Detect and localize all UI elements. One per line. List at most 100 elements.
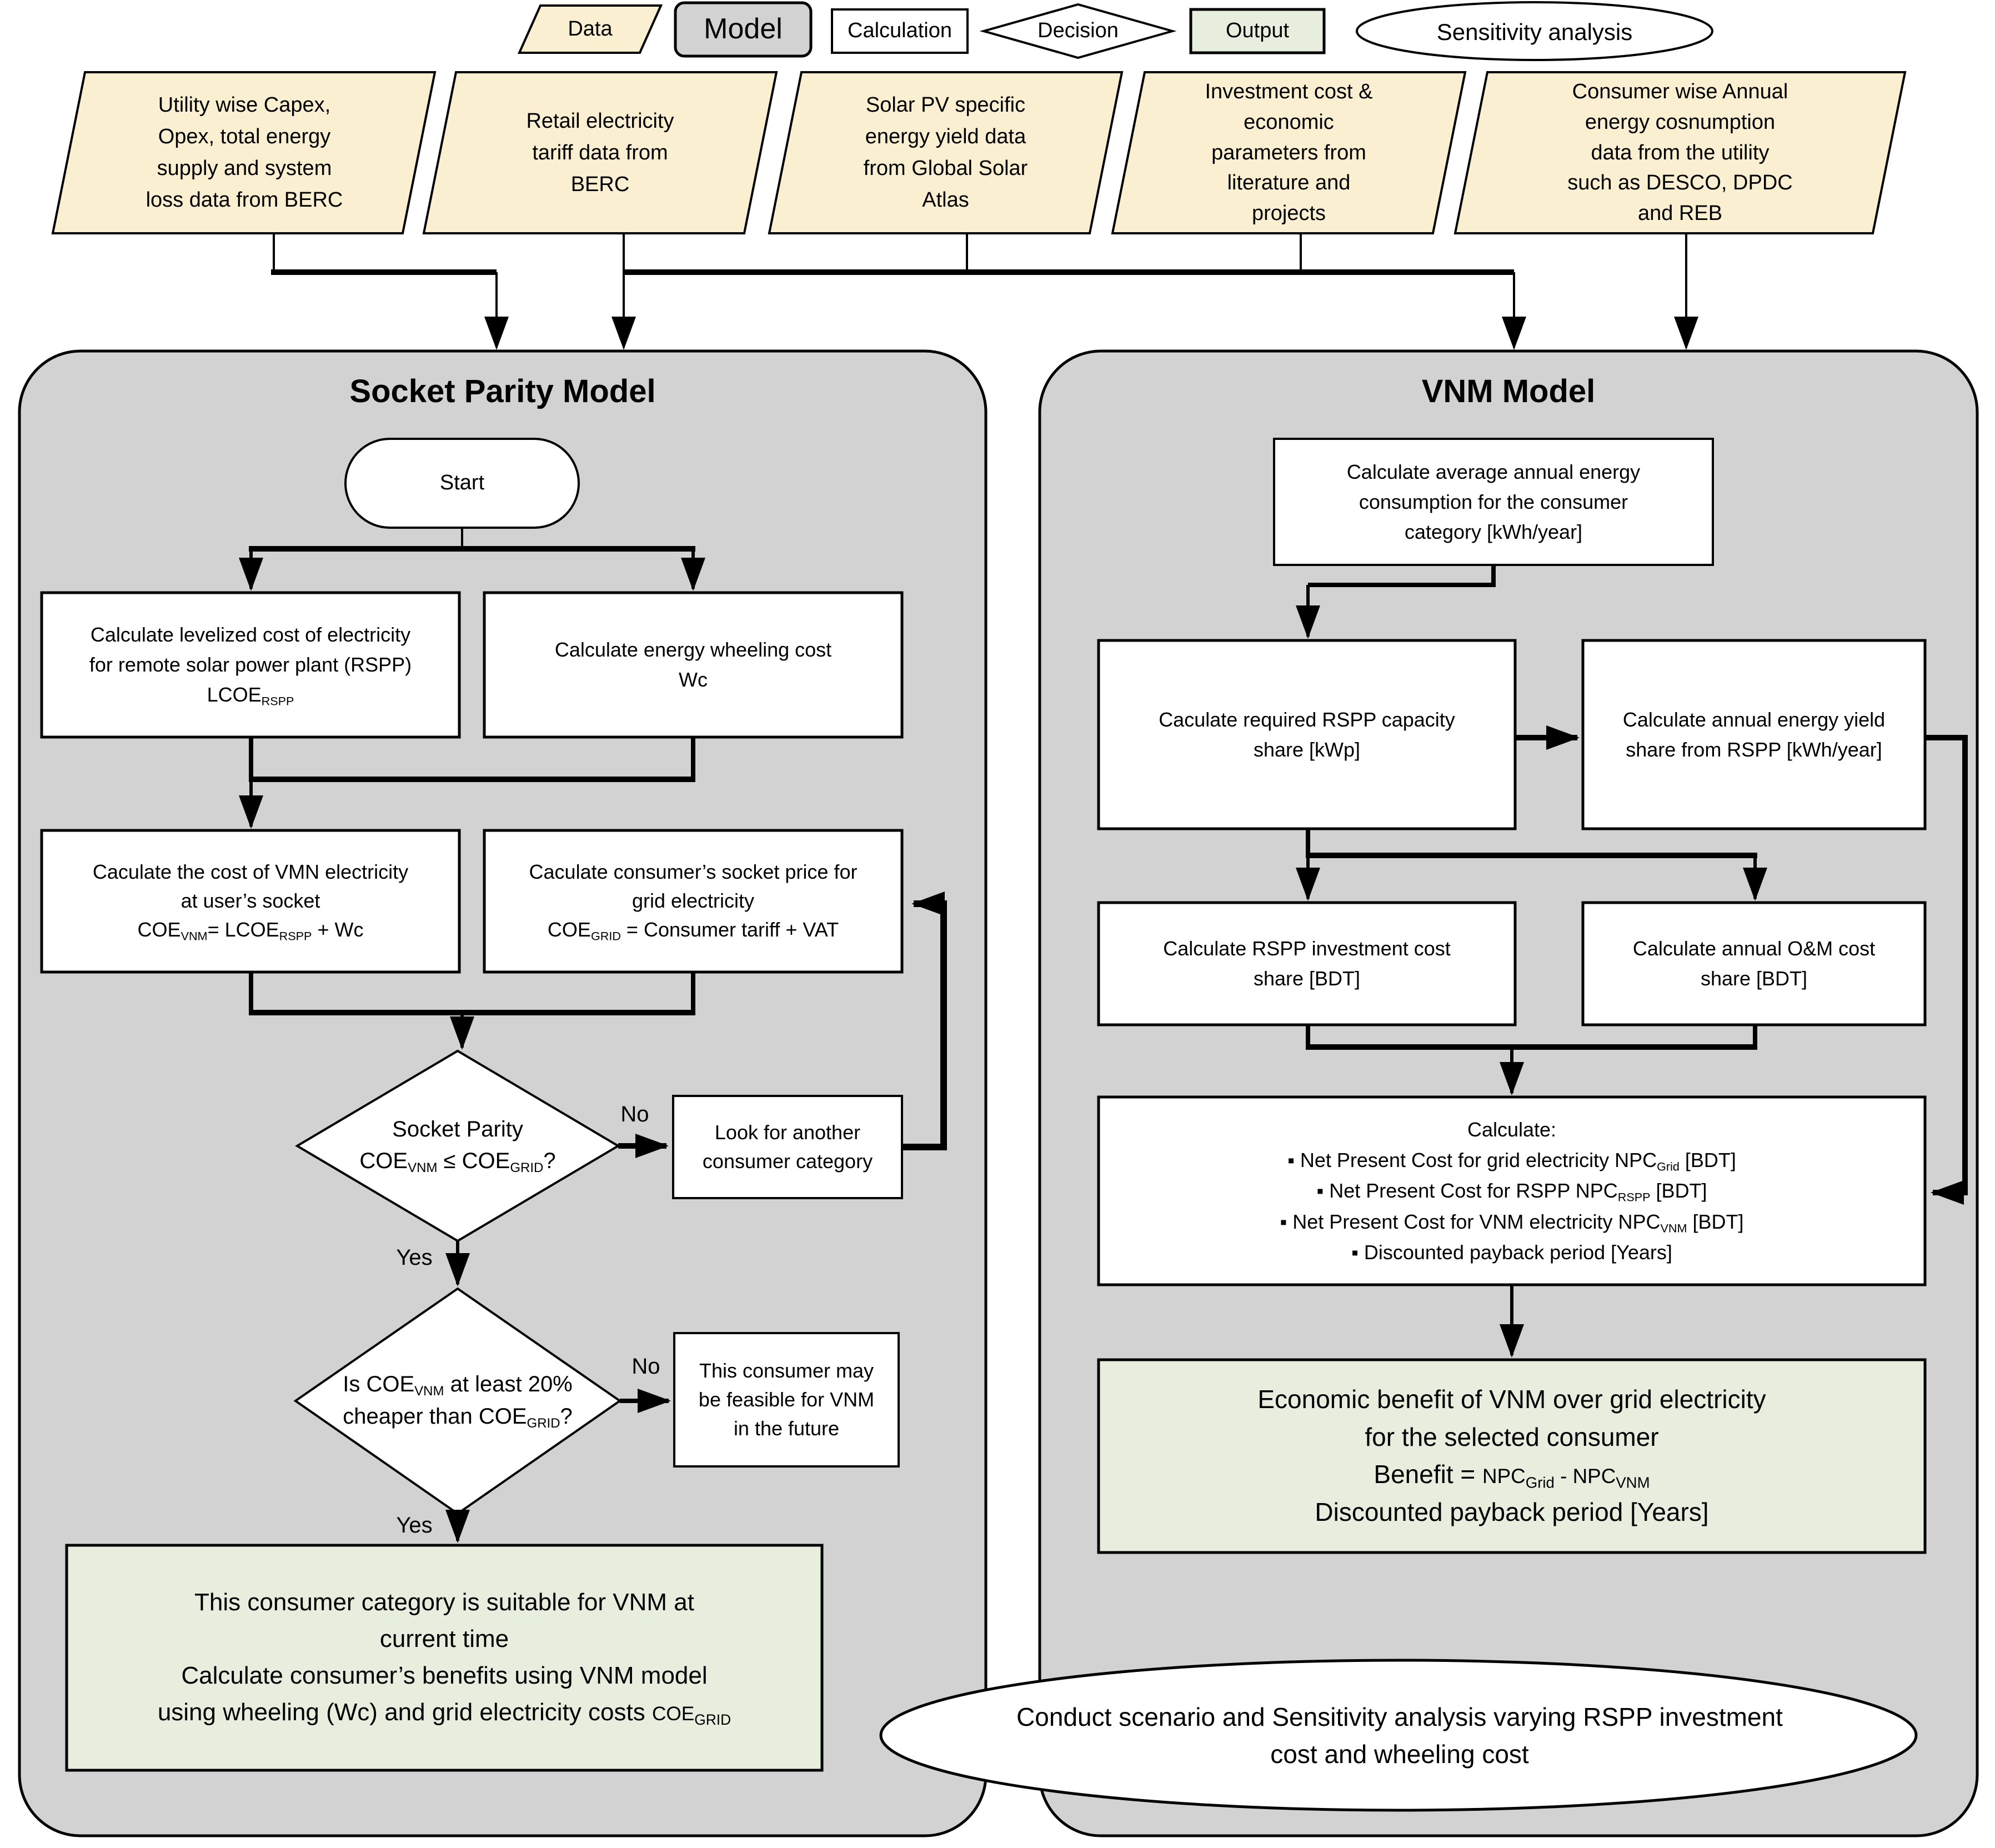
vnm-output-shape: [1097, 1358, 1927, 1554]
text-line: Caculate required RSPP capacity: [1159, 708, 1455, 731]
legend-decision-shape: [979, 3, 1177, 59]
formula-part: NPC: [1572, 1464, 1616, 1488]
formula-line: COEGRID = Consumer tariff + VAT: [548, 915, 839, 945]
text-line: Opex, total energy: [158, 125, 331, 148]
legend-output-label: Output: [1191, 9, 1324, 53]
text-line: Solar PV specific: [865, 93, 1026, 117]
start-label: Start: [345, 439, 579, 528]
text-line: No: [631, 1354, 660, 1379]
text-line: category [kWh/year]: [1404, 520, 1583, 543]
text-line: Yes: [396, 1513, 433, 1538]
no-label-2: No: [621, 1351, 671, 1382]
npc-box: Calculate: ▪ Net Present Cost for grid e…: [1110, 1097, 1914, 1285]
text-line: from Global Solar: [863, 157, 1028, 180]
text-line: at user’s socket: [181, 889, 320, 913]
formula-part: NPC: [1482, 1464, 1526, 1488]
text-line: Discounted payback period [Years]: [1315, 1498, 1709, 1527]
legend-calculation-label: Calculation: [832, 9, 968, 53]
formula-line: Is COEVNM at least 20%: [343, 1369, 573, 1401]
text-line: This consumer category is suitable for V…: [194, 1589, 694, 1616]
bullet-line: ▪ Discounted payback period [Years]: [1351, 1237, 1672, 1268]
text-line: Calculate:: [1467, 1118, 1557, 1141]
formula-part: RSPP: [261, 694, 294, 708]
text-line: Start: [439, 471, 485, 495]
text-line: data from the utility: [1591, 141, 1770, 164]
text-line: for remote solar power plant (RSPP): [89, 653, 412, 676]
text-line: Wc: [679, 668, 708, 691]
socket-output-box: This consumer category is suitable for V…: [83, 1545, 805, 1770]
text-line: share [BDT]: [1253, 967, 1361, 990]
formula-part: Grid: [1657, 1159, 1680, 1174]
data-source-5-shape: [1453, 71, 1907, 234]
text-line: Utility wise Capex,: [158, 93, 331, 117]
consumption-box: Calculate average annual energy consumpt…: [1280, 439, 1707, 565]
sensitivity-ellipse-shape: [879, 1659, 1918, 1812]
wc-box: Calculate energy wheeling cost Wc: [490, 593, 896, 737]
formula-part: -: [1554, 1464, 1573, 1488]
formula-part: VNM: [414, 1383, 444, 1399]
data-source-1-shape: [51, 71, 437, 234]
formula-part: COE: [651, 1703, 695, 1725]
lcoe-box: Calculate levelized cost of electricity …: [47, 593, 454, 737]
formula-part: COE: [547, 918, 591, 941]
yield-box: Calculate annual energy yield share from…: [1588, 640, 1919, 829]
cheaper-decision-label: Is COEVNM at least 20% cheaper than COEG…: [300, 1333, 615, 1469]
text-line: Calculate energy wheeling cost: [554, 638, 832, 661]
text-line: Atlas: [922, 188, 969, 212]
text-line: Retail electricity: [526, 109, 674, 133]
text-line: Calculate levelized cost of electricity: [90, 623, 411, 646]
text-line: BERC: [570, 172, 630, 196]
formula-part: GRID: [694, 1711, 731, 1729]
formula-part: [BDT]: [1687, 1210, 1744, 1233]
text-line: projects: [1251, 202, 1326, 226]
formula-line: COEVNM ≤ COEGRID?: [359, 1145, 555, 1178]
formula-part: VNM: [181, 929, 208, 943]
text-line: Conduct scenario and Sensitivity analysi…: [1016, 1702, 1783, 1731]
sensitivity-ellipse-label: Conduct scenario and Sensitivity analysi…: [916, 1677, 1883, 1794]
text-line: parameters from: [1211, 141, 1366, 164]
invest-box: Calculate RSPP investment cost share [BD…: [1104, 903, 1510, 1025]
wc-box-shape: [483, 591, 904, 739]
consumption-step-line: [1308, 565, 1496, 587]
legend-sensitivity-shape: [1356, 1, 1713, 61]
legend-data-shape: [517, 4, 663, 54]
vnm-model-title: VNM Model: [1040, 367, 1977, 417]
text-line: literature and: [1227, 171, 1351, 195]
text-line: energy cosnumption: [1585, 110, 1776, 134]
coevnm-box: Caculate the cost of VMN electricity at …: [47, 830, 454, 972]
formula-part: using wheeling (Wc) and grid electricity…: [157, 1699, 652, 1726]
text-line: economic: [1244, 110, 1334, 134]
vnm-output-box: Economic benefit of VNM over grid electr…: [1110, 1360, 1914, 1552]
formula-part: = LCOE: [207, 918, 279, 941]
formula-part: COE: [137, 918, 181, 941]
coegrid-box: Caculate consumer’s socket price for gri…: [490, 830, 896, 972]
look-box-shape: [672, 1095, 903, 1199]
data-source-1: Utility wise Capex, Opex, total energy s…: [72, 72, 417, 233]
lcoe-box-shape: [40, 591, 461, 739]
formula-part: VNM: [1660, 1221, 1687, 1235]
formula-part: ?: [560, 1404, 573, 1429]
parity-decision-label: Socket Parity COEVNM ≤ COEGRID?: [311, 1078, 604, 1214]
text-line: Caculate the cost of VMN electricity: [92, 860, 409, 884]
formula-part: VNM: [408, 1160, 438, 1176]
text-line: Socket Parity: [392, 1117, 523, 1142]
text-line: Data: [568, 17, 613, 41]
text-line: Caculate consumer’s socket price for: [529, 860, 858, 884]
text-line: Yes: [396, 1245, 433, 1270]
text-line: such as DESCO, DPDC: [1567, 171, 1793, 195]
formula-line: Benefit = NPCGrid - NPCVNM: [1374, 1456, 1650, 1494]
text-line: Economic benefit of VNM over grid electr…: [1257, 1385, 1766, 1414]
formula-part: + Wc: [312, 918, 364, 941]
formula-part: COE: [359, 1149, 408, 1174]
bullet-line: ▪ Net Present Cost for grid electricity …: [1287, 1145, 1736, 1176]
yield-box-shape: [1581, 639, 1927, 830]
text-line: share from RSPP [kWh/year]: [1626, 738, 1882, 761]
future-box: This consumer may be feasible for VNM in…: [680, 1333, 893, 1466]
text-line: Sensitivity analysis: [1436, 19, 1633, 46]
data-source-2-shape: [422, 71, 778, 234]
text-line: supply and system: [157, 157, 332, 180]
vnm-model-container: [1038, 349, 1979, 1837]
socket-model-title: Socket Parity Model: [19, 367, 986, 417]
